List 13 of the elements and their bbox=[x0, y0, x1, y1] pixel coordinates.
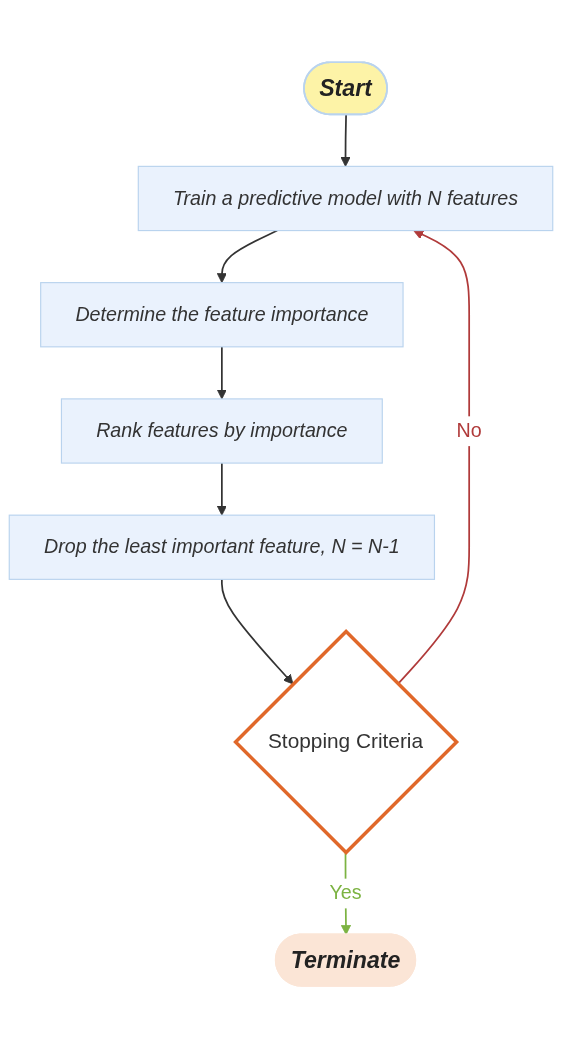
node-diamond: Stopping Criteria bbox=[233, 628, 460, 855]
arrow bbox=[216, 345, 227, 400]
arrow bbox=[221, 578, 294, 685]
arrow bbox=[397, 229, 471, 685]
node-box: Train a predictive model with N features bbox=[137, 165, 554, 231]
edge-label: Yes bbox=[329, 881, 362, 904]
arrow bbox=[216, 229, 279, 283]
node-box: Determine the feature importance bbox=[40, 281, 404, 348]
arrow bbox=[216, 462, 227, 516]
arrow bbox=[340, 113, 351, 167]
node-box: Drop the least important feature, N = N-1 bbox=[8, 514, 436, 580]
edge-label: No bbox=[456, 419, 482, 442]
node-box: Rank features by importance bbox=[60, 398, 383, 464]
